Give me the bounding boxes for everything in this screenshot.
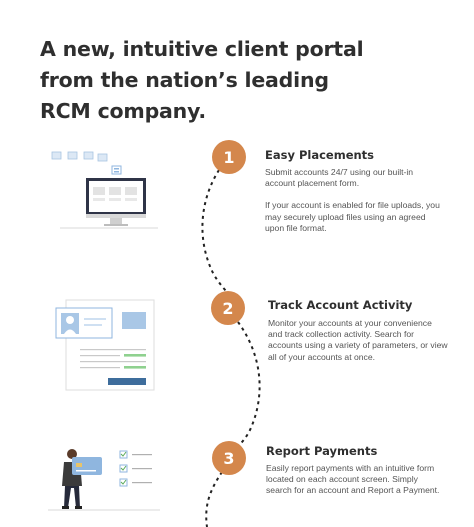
step-3-description: Easily report payments with an intuitive…: [266, 463, 446, 497]
step-3-number-badge: 3: [212, 441, 246, 475]
headline-line-3: RCM company.: [40, 99, 206, 123]
headline-line-2: from the nation’s leading: [40, 68, 329, 92]
step-1-description: Submit accounts 24/7 using our built-in …: [265, 167, 445, 234]
step-1-number-badge: 1: [212, 140, 246, 174]
step-1-paragraph: If your account is enabled for file uplo…: [265, 200, 440, 233]
step-3-title: Report Payments: [266, 444, 378, 458]
account-profile-illustration: [55, 299, 155, 391]
headline-line-1: A new, intuitive client portal: [40, 37, 364, 61]
step-2-number-badge: 2: [211, 291, 245, 325]
step-3-paragraph: Easily report payments with an intuitive…: [266, 463, 440, 496]
person-with-card-illustration: [48, 449, 160, 511]
step-2-paragraph: Monitor your accounts at your convenienc…: [268, 318, 448, 362]
step-1-title: Easy Placements: [265, 148, 375, 162]
page-headline: A new, intuitive client portal from the …: [40, 34, 380, 127]
step-2-description: Monitor your accounts at your convenienc…: [268, 318, 448, 363]
computer-monitor-illustration: [51, 151, 158, 229]
step-1-paragraph: Submit accounts 24/7 using our built-in …: [265, 167, 414, 189]
step-2-title: Track Account Activity: [268, 298, 413, 312]
